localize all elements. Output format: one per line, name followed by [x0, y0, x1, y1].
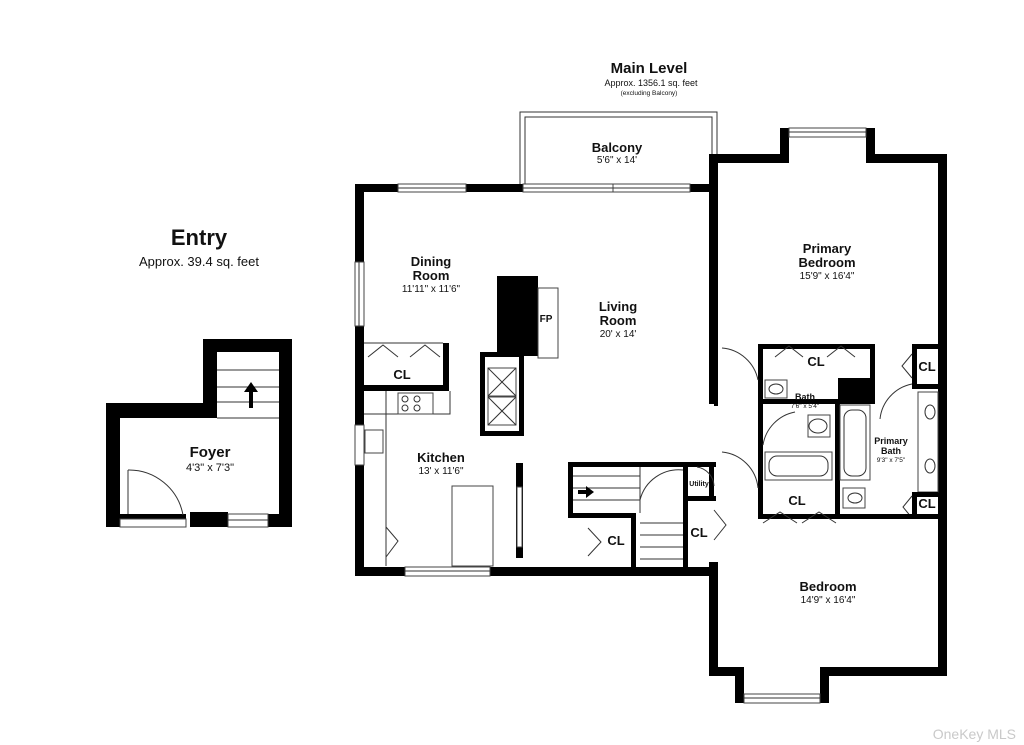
kitchen-name: Kitchen [417, 450, 465, 465]
entry-plan [106, 339, 292, 528]
entry-title: Entry [171, 225, 228, 250]
watermark: OneKey MLS [933, 726, 1016, 742]
utility-label: Utility [689, 481, 709, 488]
main-plan [354, 111, 947, 704]
stair-arrow-icon [578, 486, 594, 498]
main-level-note: (excluding Balcony) [621, 90, 678, 97]
living-name-line2: Room [600, 313, 637, 328]
living-dims: 20' x 14' [600, 329, 637, 340]
primary-bath-name-line2: Bath [881, 446, 901, 456]
bath-name: Bath [795, 392, 815, 402]
primary-bath-name-line1: Primary [874, 436, 908, 446]
bath-dims: 7'6" x 5'4" [791, 403, 820, 410]
primary-bedroom-name-line2: Bedroom [798, 255, 855, 270]
foyer-name: Foyer [190, 444, 231, 461]
foyer-dims: 4'3" x 7'3" [186, 462, 234, 474]
closet-dining-label: CL [393, 367, 410, 382]
balcony-dims: 5'6" x 14' [597, 155, 637, 166]
fireplace-label: FP [540, 314, 553, 325]
entry-area: Approx. 39.4 sq. feet [139, 254, 259, 269]
closet-bedroom-label: CL [788, 493, 805, 508]
closet-primary-label: CL [807, 354, 824, 369]
primary-bedroom-dims: 15'9" x 16'4" [800, 271, 855, 282]
closet-stair-label: CL [607, 533, 624, 548]
kitchen-dims: 13' x 11'6" [419, 466, 464, 477]
living-name-line1: Living [599, 299, 637, 314]
closet-hall-label: CL [690, 525, 707, 540]
dining-name-line2: Room [413, 268, 450, 283]
dining-dims: 11'11" x 11'6" [402, 284, 461, 295]
door-swing-icon [127, 469, 184, 516]
stair-up-arrow-icon [244, 382, 258, 408]
primary-bedroom-name-line1: Primary [803, 241, 852, 256]
closet-primary-bath-label: CL [918, 496, 935, 511]
main-level-title: Main Level [611, 60, 688, 77]
bedroom-dims: 14'9" x 16'4" [801, 595, 856, 606]
balcony-name: Balcony [592, 140, 643, 155]
closet-primary-right-label: CL [918, 359, 935, 374]
bedroom-name: Bedroom [799, 579, 856, 594]
primary-bath-dims: 9'3" x 7'5" [877, 457, 906, 464]
dining-name-line1: Dining [411, 254, 451, 269]
main-level-area: Approx. 1356.1 sq. feet [604, 78, 698, 88]
